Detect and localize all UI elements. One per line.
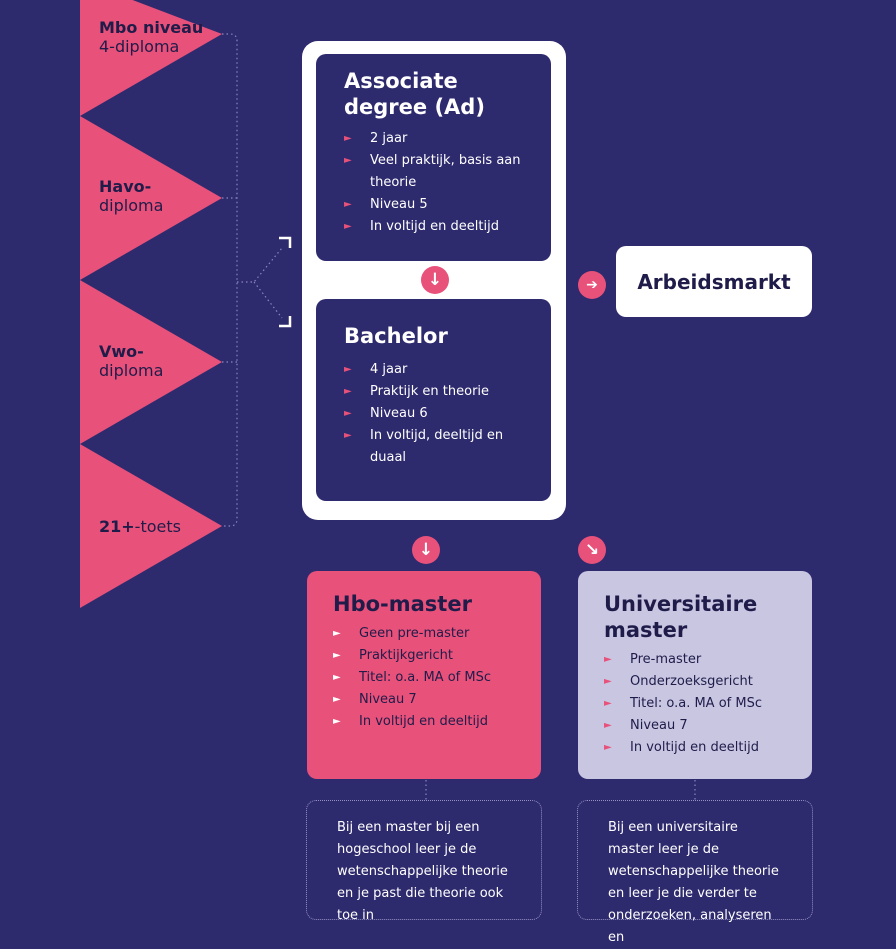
diagram-connectors [80, 0, 696, 800]
list-item: Niveau 7 [333, 689, 515, 711]
list-item: Veel praktijk, basis aan theorie [344, 150, 523, 194]
entry-vwo-bold: Vwo- [99, 342, 144, 361]
entry-21plus: 21+-toets [99, 517, 181, 536]
entry-mbo-bold: Mbo niveau [99, 18, 204, 37]
list-item: Niveau 7 [604, 715, 786, 737]
entry-vwo-light: diploma [99, 361, 164, 380]
hbo-master-note-text: Bij een master bij een hogeschool leer j… [337, 820, 508, 923]
list-item: In voltijd en deeltijd [344, 216, 523, 238]
entry-havo: Havo- diploma [99, 177, 163, 215]
entry-havo-light: diploma [99, 196, 164, 215]
entry-mbo-light: 4-diploma [99, 37, 180, 56]
associate-degree-card: Associate degree (Ad) 2 jaar Veel prakti… [316, 54, 551, 261]
university-master-note: Bij een universitaire master leer je de … [577, 800, 813, 945]
arrow-diagonal-icon: ↘ [578, 536, 606, 564]
university-master-note-text: Bij een universitaire master leer je de … [608, 820, 779, 945]
university-master-card: Universitaire master Pre-master Onderzoe… [578, 571, 812, 779]
bracket-bottom [279, 316, 292, 328]
university-master-list: Pre-master Onderzoeksgericht Titel: o.a.… [604, 649, 786, 759]
hbo-master-title: Hbo-master [333, 592, 472, 616]
entry-21plus-light: -toets [134, 517, 181, 536]
arrow-down-icon: ↓ [412, 536, 440, 564]
entry-triangle-havo [80, 116, 222, 280]
entry-bracket-dotted [222, 33, 238, 527]
associate-degree-list: 2 jaar Veel praktijk, basis aan theorie … [344, 128, 523, 238]
bachelor-list: 4 jaar Praktijk en theorie Niveau 6 In v… [344, 359, 523, 469]
associate-degree-title: Associate degree (Ad) [344, 69, 485, 119]
university-master-title: Universitaire master [604, 592, 758, 642]
list-item: In voltijd en deeltijd [333, 711, 515, 733]
hbo-master-note: Bij een master bij een hogeschool leer j… [306, 800, 542, 923]
list-item: Geen pre-master [333, 623, 515, 645]
split-connector [237, 247, 283, 319]
hbo-master-card: Hbo-master Geen pre-master Praktijkgeric… [307, 571, 541, 779]
hbo-master-list: Geen pre-master Praktijkgericht Titel: o… [333, 623, 515, 733]
bachelor-card: Bachelor 4 jaar Praktijk en theorie Nive… [316, 299, 551, 501]
entry-21plus-bold: 21+ [99, 517, 135, 536]
entry-mbo: Mbo niveau 4-diploma [99, 18, 203, 56]
entry-havo-bold: Havo- [99, 177, 152, 196]
entry-vwo: Vwo- diploma [99, 342, 163, 380]
list-item: Pre-master [604, 649, 786, 671]
list-item: Titel: o.a. MA of MSc [604, 693, 786, 715]
arrow-right-icon: ➔ [578, 271, 606, 299]
list-item: In voltijd, deeltijd en duaal [344, 425, 523, 469]
arrow-down-icon: ↓ [421, 266, 449, 294]
list-item: Onderzoeksgericht [604, 671, 786, 693]
labour-market-box: Arbeidsmarkt [616, 246, 812, 317]
bracket-top [279, 236, 292, 248]
list-item: In voltijd en deeltijd [604, 737, 786, 759]
bachelor-title: Bachelor [344, 324, 448, 348]
list-item: Praktijkgericht [333, 645, 515, 667]
entry-triangle-mbo [80, 0, 222, 116]
entry-triangle-vwo [80, 280, 222, 444]
entry-triangle-21plus [80, 444, 222, 608]
list-item: 2 jaar [344, 128, 523, 150]
list-item: Niveau 6 [344, 403, 523, 425]
list-item: Praktijk en theorie [344, 381, 523, 403]
list-item: Titel: o.a. MA of MSc [333, 667, 515, 689]
list-item: 4 jaar [344, 359, 523, 381]
list-item: Niveau 5 [344, 194, 523, 216]
